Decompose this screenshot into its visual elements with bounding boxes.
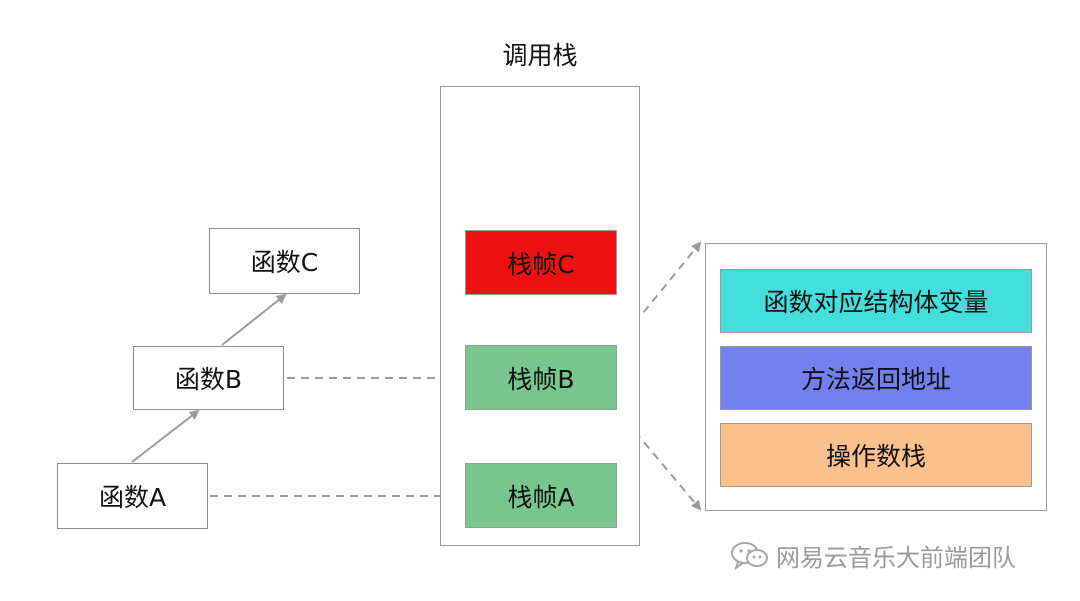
arrow-a-to-b <box>131 409 200 463</box>
stack-frame-a-label: 栈帧A <box>507 482 575 512</box>
function-c: 函数C <box>209 228 360 294</box>
function-a: 函数A <box>57 463 208 529</box>
detail-return-address: 方法返回地址 <box>720 346 1032 410</box>
arrow-b-to-c <box>221 293 287 346</box>
watermark-text: 网易云音乐大前端团队 <box>776 543 1016 572</box>
stack-frame-a: 栈帧A <box>465 463 617 528</box>
call-stack-title: 调用栈 <box>502 41 578 70</box>
detail-operand-stack-label: 操作数栈 <box>825 442 926 471</box>
function-b-label: 函数B <box>174 365 243 394</box>
detail-operand-stack: 操作数栈 <box>720 423 1032 487</box>
function-c-label: 函数C <box>250 248 319 277</box>
stack-frame-b-label: 栈帧B <box>507 364 575 394</box>
watermark: 网易云音乐大前端团队 <box>730 535 1016 575</box>
function-a-label: 函数A <box>98 483 167 512</box>
detail-struct-vars: 函数对应结构体变量 <box>720 269 1032 333</box>
stack-frame-b: 栈帧B <box>465 345 617 410</box>
function-b: 函数B <box>133 346 284 410</box>
detail-struct-vars-label: 函数对应结构体变量 <box>763 288 989 317</box>
stack-frame-c: 栈帧C <box>465 230 617 295</box>
stack-frame-c-label: 栈帧C <box>507 249 575 279</box>
detail-return-address-label: 方法返回地址 <box>800 365 951 394</box>
wechat-icon <box>731 542 768 570</box>
